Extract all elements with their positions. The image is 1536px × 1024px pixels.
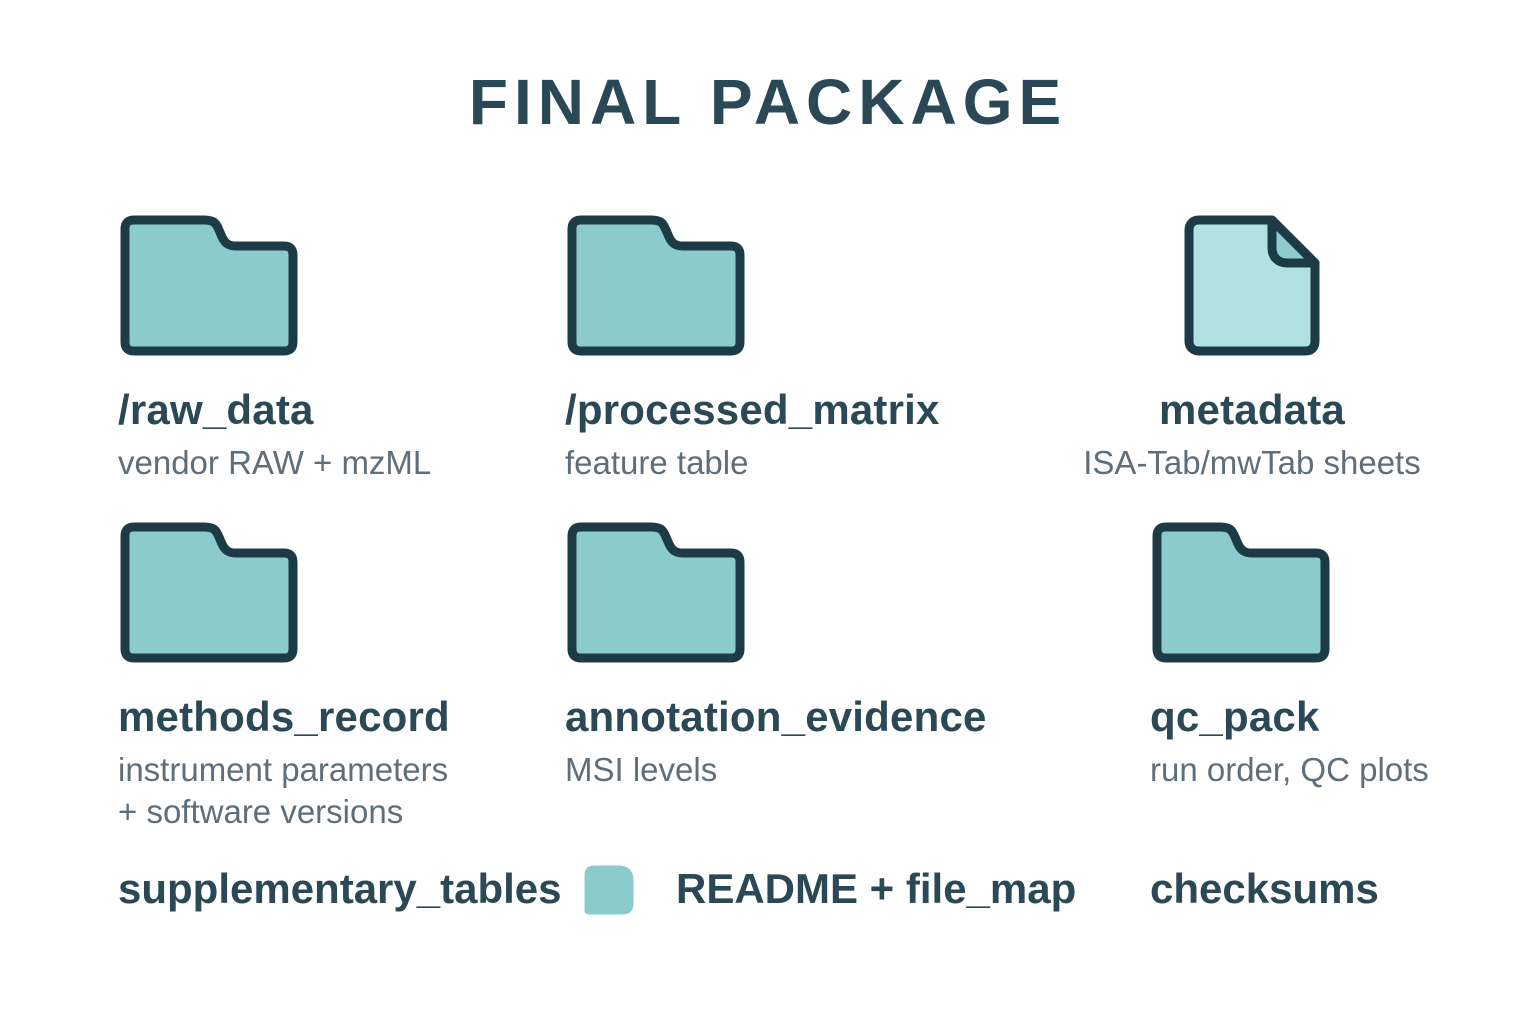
item-sublabel: ISA-Tab/mwTab sheets <box>1062 442 1442 484</box>
package-item-raw-data: /raw_data vendor RAW + mzML <box>118 213 548 484</box>
folder-icon <box>120 215 298 356</box>
item-label: qc_pack <box>1150 693 1320 740</box>
package-item-metadata: metadata ISA-Tab/mwTab sheets <box>1062 213 1442 484</box>
package-item-processed-matrix: /processed_matrix feature table <box>565 213 995 484</box>
item-label: /raw_data <box>118 386 314 433</box>
folder-icon <box>567 215 745 356</box>
footer-item-checksums: checksums <box>1150 865 1379 912</box>
item-sublabel-line: ISA-Tab/mwTab sheets <box>1083 444 1421 482</box>
package-item-methods-record: methods_record instrument parameters + s… <box>118 520 548 834</box>
item-sublabel-line: instrument parameters <box>118 751 449 789</box>
item-sublabel-line: MSI levels <box>565 751 718 789</box>
item-sublabel: feature table <box>565 442 995 484</box>
document-icon <box>1184 215 1320 356</box>
item-sublabel: run order, QC plots <box>1150 749 1536 791</box>
item-sublabel-line: run order, QC plots <box>1150 751 1429 789</box>
item-sublabel-line: vendor RAW + mzML <box>118 444 432 482</box>
item-sublabel: instrument parameters + software version… <box>118 749 548 833</box>
footer-item-supplementary-tables: supplementary_tables <box>118 865 562 912</box>
item-label: /processed_matrix <box>565 386 940 433</box>
package-item-annotation-evidence: annotation_evidence MSI levels <box>565 520 995 791</box>
page-title: FINAL PACKAGE <box>468 66 1068 138</box>
folder-icon <box>120 522 298 663</box>
item-sublabel-line: feature table <box>565 444 749 482</box>
item-sublabel: vendor RAW + mzML <box>118 442 548 484</box>
file-chip-icon <box>584 865 634 915</box>
package-item-qc-pack: qc_pack run order, QC plots <box>1150 520 1536 791</box>
folder-icon <box>1152 522 1330 663</box>
item-sublabel: MSI levels <box>565 749 995 791</box>
footer-item-readme-file-map: README + file_map <box>676 865 1077 912</box>
folder-icon <box>567 522 745 663</box>
item-label: annotation_evidence <box>565 693 987 740</box>
item-sublabel-line: + software versions <box>118 793 404 831</box>
item-label: methods_record <box>118 693 450 740</box>
item-label: metadata <box>1158 386 1345 433</box>
